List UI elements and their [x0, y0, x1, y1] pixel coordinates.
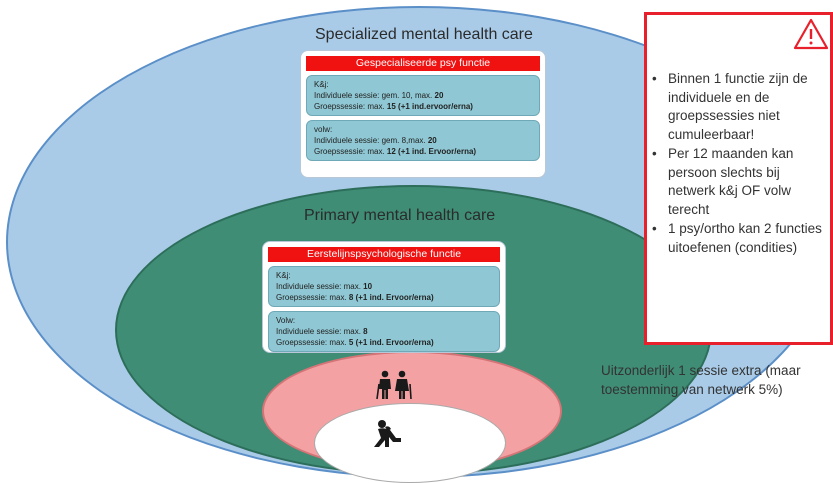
distressed-person-icon	[374, 420, 401, 447]
kj-group-line: Groepssessie: max. 8 (+1 ind. Ervoor/ern…	[276, 293, 434, 302]
specialized-kj-box: K&j: Individuele sessie: gem. 10, max. 2…	[306, 75, 540, 116]
specialized-function-header: Gespecialiseerde psy functie	[306, 56, 540, 71]
primary-function-header: Eerstelijnspsychologische functie	[268, 247, 500, 262]
extra-session-note: Uitzonderlijk 1 sessie extra (maar toest…	[601, 363, 801, 397]
kj-individual-line: Individuele sessie: gem. 10, max. 20	[314, 91, 444, 100]
core-ellipse	[314, 403, 506, 483]
warning-triangle-icon	[793, 18, 829, 50]
primary-function-panel: Eerstelijnspsychologische functie K&j: I…	[262, 241, 506, 353]
warning-item: Binnen 1 functie zijn de individuele en …	[652, 70, 828, 144]
specialized-volw-box: volw: Individuele sessie: gem. 8,max. 20…	[306, 120, 540, 161]
volw-label: volw:	[314, 125, 333, 134]
kj-label: K&j:	[276, 271, 291, 280]
volw-group-line: Groepssessie: max. 12 (+1 ind. Ervoor/er…	[314, 147, 477, 156]
specialized-function-panel: Gespecialiseerde psy functie K&j: Indivi…	[300, 50, 546, 178]
kj-individual-line: Individuele sessie: max. 10	[276, 282, 373, 291]
volw-individual-line: Individuele sessie: max. 8	[276, 327, 368, 336]
primary-volw-box: Volw: Individuele sessie: max. 8 Groepss…	[268, 311, 500, 352]
warning-item: Per 12 maanden kan persoon slechts bij n…	[652, 145, 828, 219]
volw-group-line: Groepssessie: max. 5 (+1 ind. Ervoor/ern…	[276, 338, 434, 347]
warning-list: Binnen 1 functie zijn de individuele en …	[652, 70, 828, 258]
elderly-couple-icon	[376, 370, 412, 400]
volw-individual-line: Individuele sessie: gem. 8,max. 20	[314, 136, 437, 145]
primary-care-title: Primary mental health care	[304, 207, 496, 224]
warning-item: 1 psy/ortho kan 2 functies uitoefenen (c…	[652, 220, 828, 257]
specialized-care-title: Specialized mental health care	[315, 26, 533, 43]
volw-label: Volw:	[276, 316, 296, 325]
kj-label: K&j:	[314, 80, 329, 89]
primary-kj-box: K&j: Individuele sessie: max. 10 Groepss…	[268, 266, 500, 307]
kj-group-line: Groepssessie: max. 15 (+1 ind.ervoor/ern…	[314, 102, 473, 111]
warning-box: Binnen 1 functie zijn de individuele en …	[644, 12, 833, 345]
